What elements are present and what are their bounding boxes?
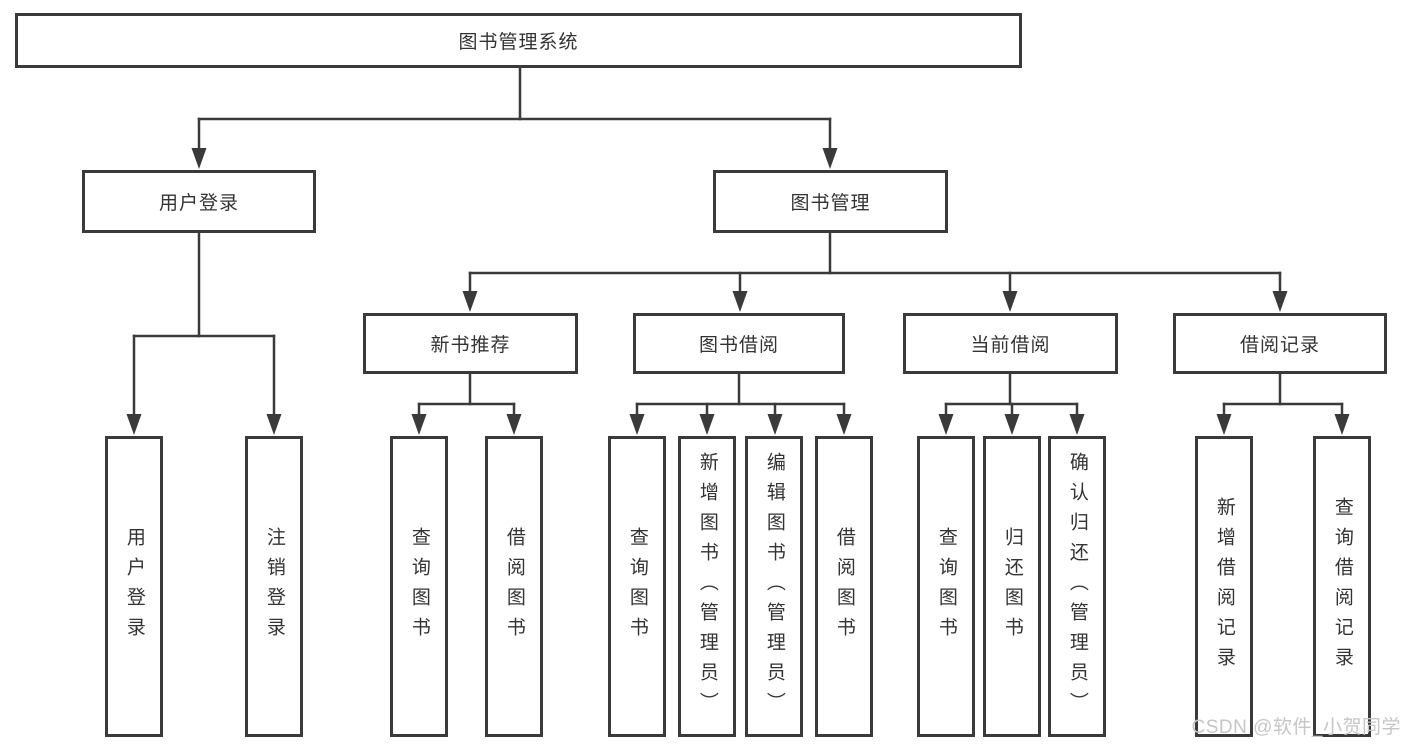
leaf-label: 新增借阅记录 (1213, 496, 1235, 677)
leaf-query-borrow-record: 查询借阅记录 (1313, 436, 1371, 737)
node-library-management-system: 图书管理系统 (15, 13, 1022, 68)
node-label: 新书推荐 (430, 335, 511, 356)
leaf-return-books: 归还图书 (983, 436, 1041, 737)
node-label: 图书借阅 (698, 335, 779, 356)
leaf-label: 查询借阅记录 (1331, 496, 1353, 677)
leaf-query-books-rec: 查询图书 (390, 436, 448, 737)
leaf-label: 查询图书 (626, 526, 648, 647)
node-label: 当前借阅 (970, 335, 1051, 356)
node-current-borrow: 当前借阅 (903, 313, 1118, 374)
csdn-watermark: CSDN @软件_小贺同学 (1191, 717, 1401, 738)
node-book-management: 图书管理 (713, 170, 948, 233)
leaf-label: 注销登录 (263, 526, 285, 647)
leaf-borrow-books: 借阅图书 (815, 436, 873, 737)
leaf-confirm-return-admin: 确认归还（管理员） (1048, 436, 1106, 737)
leaf-edit-books-admin: 编辑图书（管理员） (745, 436, 803, 737)
leaf-query-books-borrow: 查询图书 (608, 436, 666, 737)
leaf-add-borrow-record: 新增借阅记录 (1195, 436, 1253, 737)
leaf-label: 确认归还（管理员） (1066, 451, 1088, 722)
node-label: 图书管理 (790, 193, 871, 214)
node-borrow-records: 借阅记录 (1173, 313, 1387, 374)
node-label: 借阅记录 (1239, 335, 1320, 356)
leaf-label: 借阅图书 (503, 526, 525, 647)
leaf-borrow-books-rec: 借阅图书 (485, 436, 543, 737)
arrowheads (126, 148, 1350, 435)
node-new-book-recommend: 新书推荐 (363, 313, 578, 374)
leaf-label: 归还图书 (1001, 526, 1023, 647)
leaf-user-login: 用户登录 (105, 436, 163, 737)
leaf-label: 编辑图书（管理员） (763, 451, 785, 722)
node-user-login: 用户登录 (82, 170, 316, 233)
node-label: 用户登录 (158, 193, 239, 214)
leaf-query-books-current: 查询图书 (917, 436, 975, 737)
node-book-borrow: 图书借阅 (633, 313, 845, 374)
leaf-label: 新增图书（管理员） (696, 451, 718, 722)
leaf-label: 用户登录 (123, 526, 145, 647)
node-label: 图书管理系统 (458, 32, 579, 53)
leaf-label: 查询图书 (408, 526, 430, 647)
leaf-label: 查询图书 (935, 526, 957, 647)
leaf-label: 借阅图书 (833, 526, 855, 647)
leaf-logout: 注销登录 (245, 436, 303, 737)
leaf-add-books-admin: 新增图书（管理员） (678, 436, 736, 737)
